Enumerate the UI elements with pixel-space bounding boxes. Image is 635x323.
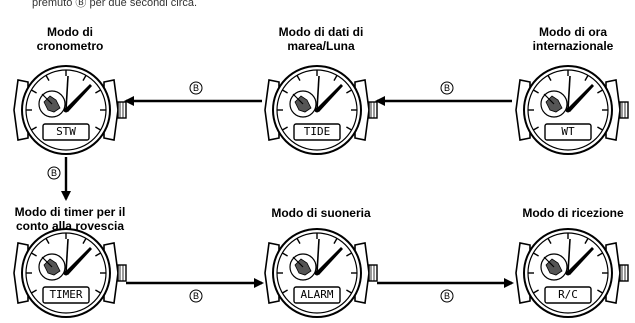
lcd-alarm: ALARM [300,288,333,301]
watch-alarm [264,228,378,318]
label-alarm-line1: Modo di suoneria [271,206,371,220]
button-b-label: B [193,83,199,93]
lcd-timer: TIMER [49,288,82,301]
button-b-label: B [444,83,450,93]
watch-stopwatch [13,65,127,155]
watch-tide [264,65,378,155]
label-timer: Modo di timer per il conto alla rovescia [0,205,150,233]
button-b-icon: B [189,81,203,95]
button-b-icon: B [440,289,454,303]
label-tide-line1: Modo di dati di [278,25,364,39]
lcd-receive: R/C [558,288,578,301]
label-receive: Modo di ricezione [493,206,635,220]
header-text: premuto Ⓑ per due secondi circa. [32,0,198,9]
watch-receive [515,228,629,318]
watch-world-time [515,65,629,155]
label-tide-line2: marea/Luna [287,39,355,53]
button-b-icon: B [47,166,61,180]
button-b-label: B [51,168,57,178]
lcd-tide: TIDE [304,125,331,138]
label-timer-line2: conto alla rovescia [15,219,125,233]
button-b-label: B [193,291,199,301]
lcd-world-time: WT [561,125,575,138]
label-alarm: Modo di suoneria [241,206,401,220]
button-b-icon: B [440,81,454,95]
lcd-stopwatch: STW [56,125,76,138]
label-receive-line1: Modo di ricezione [522,206,624,220]
button-b-label: B [444,291,450,301]
label-tide: Modo di dati di marea/Luna [241,25,401,53]
label-world-time-line1: Modo di ora [539,25,607,39]
label-stopwatch-line2: cronometro [36,39,104,53]
button-b-icon: B [189,289,203,303]
watch-timer [13,228,127,318]
label-stopwatch: Modo di cronometro [0,25,150,53]
label-stopwatch-line1: Modo di [47,25,93,39]
label-timer-line1: Modo di timer per il [14,205,126,219]
label-world-time: Modo di ora internazionale [493,25,635,53]
label-world-time-line2: internazionale [532,39,614,53]
